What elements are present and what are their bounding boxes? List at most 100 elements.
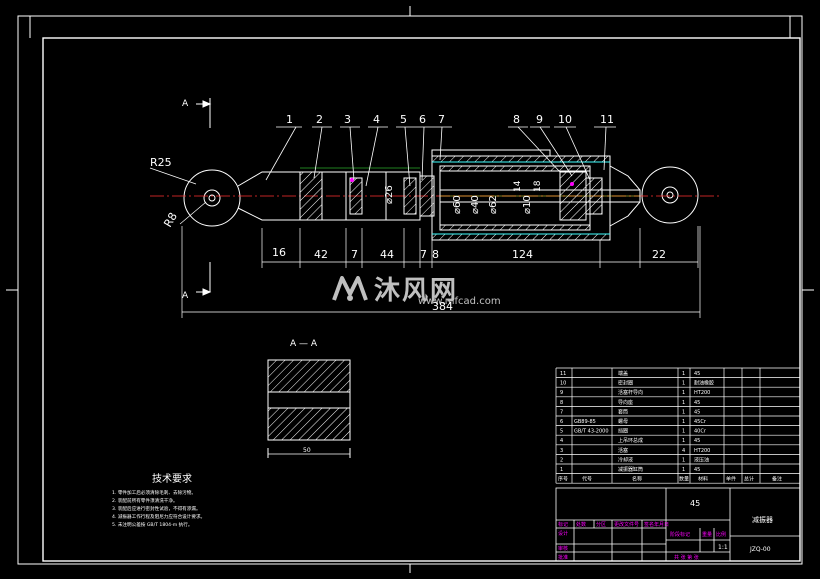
note-line: 4. 减振器工作行程及阻尼力应符合设计要求。 [112, 513, 205, 520]
bom-row-no: 8 [560, 400, 563, 406]
title-scale: 1:1 [718, 544, 728, 551]
bom-row-name: 活塞杆导向 [618, 389, 643, 396]
dim-44: 44 [380, 248, 394, 261]
bom-row-qty: 1 [682, 409, 685, 415]
label-ratio: 比例 [716, 531, 726, 538]
dim-124: 124 [512, 248, 533, 261]
bom-row-no: 1 [560, 467, 563, 473]
title-sheet: 共 张 第 张 [674, 554, 699, 561]
balloon-2: 2 [316, 113, 323, 126]
dim-r8: R8 [161, 210, 180, 229]
balloon-3: 3 [344, 113, 351, 126]
bom-row-name: 套筒 [618, 408, 628, 415]
bom-row-qty: 1 [682, 419, 685, 425]
section-cut-marks [196, 98, 212, 296]
section-title: A — A [290, 339, 318, 349]
balloon-6: 6 [419, 113, 426, 126]
right-eye-outer [641, 166, 699, 224]
bom-row-material: 45 [694, 467, 700, 473]
bom-row-name: 上吊环总成 [618, 437, 643, 444]
dim-16: 16 [272, 246, 286, 259]
bom-row-material: 45Cr [694, 419, 707, 425]
bom-row-no: 5 [560, 429, 563, 435]
dim-dia10: ⌀10 [522, 195, 533, 214]
sheet-frame [6, 6, 814, 573]
dim-42: 42 [314, 248, 328, 261]
bom-row-qty: 1 [682, 438, 685, 444]
bom-row-no: 2 [560, 457, 563, 463]
bom-row-qty: 1 [682, 371, 685, 377]
bom-row-code: GB89-85 [574, 419, 596, 425]
bom-row-material: 45 [694, 371, 700, 377]
dim-dia60: ⌀60 [452, 195, 463, 214]
bom-row-name: 活塞 [618, 447, 628, 454]
note-line: 3. 装配后应进行密封性试验，不得有渗漏。 [112, 505, 201, 512]
label-signature: 签名 [644, 521, 654, 528]
dim-18: 18 [533, 180, 543, 192]
dim-r25: R25 [150, 156, 172, 169]
label-design: 设计 [558, 530, 568, 537]
left-eye-inner [203, 189, 221, 207]
bom-header-name: 名称 [632, 476, 642, 483]
balloon-11: 11 [600, 113, 614, 126]
label-change-doc: 更改文件号 [614, 521, 639, 528]
label-count: 处数 [576, 521, 586, 528]
bom-row-qty: 1 [682, 400, 685, 406]
label-zone: 分区 [596, 521, 606, 528]
note-line: 5. 未注明公差按 GB/T 1804-m 执行。 [112, 521, 192, 528]
label-approve: 批准 [558, 554, 568, 561]
bom-row-qty: 1 [682, 429, 685, 435]
title-block: 45 减振器 JZQ-00 1:1 共 张 第 张 标记 处数 分区 更改文件号… [558, 499, 773, 561]
dim-dia26: ⌀26 [384, 185, 395, 204]
bom-row-qty: 1 [682, 390, 685, 396]
bom-row-no: 3 [560, 448, 563, 454]
bom-row-material: HT200 [694, 390, 710, 396]
bom-row-no: 7 [560, 409, 563, 415]
bom-header-single: 单件 [726, 476, 736, 483]
shock-absorber-assembly [150, 149, 720, 241]
title-drawing-no: JZQ-00 [749, 546, 771, 553]
bom-row-name: 挡圈 [618, 428, 628, 435]
label-date: 年月日 [654, 521, 669, 528]
dim-dia62: ⌀62 [488, 195, 499, 214]
bom-row-code: GB/T 43-2000 [574, 429, 609, 435]
bom-row-no: 10 [560, 381, 566, 387]
title-drawing-name: 减振器 [752, 515, 773, 524]
bom-row-material: 40Cr [694, 429, 707, 435]
bom-row-no: 6 [560, 419, 563, 425]
bom-header-no: 序号 [558, 476, 568, 483]
mfcad-logo-icon [332, 276, 368, 301]
dim-7b: 7 [420, 248, 427, 261]
bom-header-total: 总计 [744, 476, 754, 483]
part-balloons: 1 2 3 4 5 6 7 8 9 10 11 [286, 113, 614, 126]
dim-7a: 7 [351, 248, 358, 261]
dim-8: 8 [432, 248, 439, 261]
lower-housing-hatch [299, 171, 323, 221]
label-check: 审核 [558, 545, 568, 552]
label-mark: 标记 [558, 521, 568, 528]
notes-title: 技术要求 [152, 472, 192, 485]
bom-header-remark: 备注 [772, 476, 782, 483]
dimension-lines [149, 167, 701, 318]
bom-row-qty: 1 [682, 381, 685, 387]
watermark-brand: 沐风网 [374, 276, 459, 306]
notes-list: 1. 零件加工后必须清除毛刺、去除污物。 2. 装配前所有零件须清洗干净。 3.… [112, 489, 205, 528]
note-line: 1. 零件加工后必须清除毛刺、去除污物。 [112, 489, 196, 496]
bom-row-name: 减振器缸筒 [618, 466, 643, 473]
bom-header-material: 材料 [698, 476, 708, 483]
section-mark-top: A [182, 99, 189, 109]
bom-row-name: 密封圈 [618, 380, 633, 387]
bom-row-name: 螺母 [618, 418, 628, 425]
bom-row-qty: 1 [682, 467, 685, 473]
balloon-leaders [265, 126, 616, 187]
dim-dia40: ⌀40 [470, 195, 481, 214]
bom-table-grid [555, 367, 801, 484]
dim-14: 14 [513, 180, 523, 192]
bom-row-material: 45 [694, 438, 700, 444]
bom-row-no: 4 [560, 438, 563, 444]
right-eye-inner [661, 186, 679, 204]
section-mark-bottom: A [182, 291, 189, 301]
balloon-10: 10 [558, 113, 572, 126]
balloon-7: 7 [438, 113, 445, 126]
